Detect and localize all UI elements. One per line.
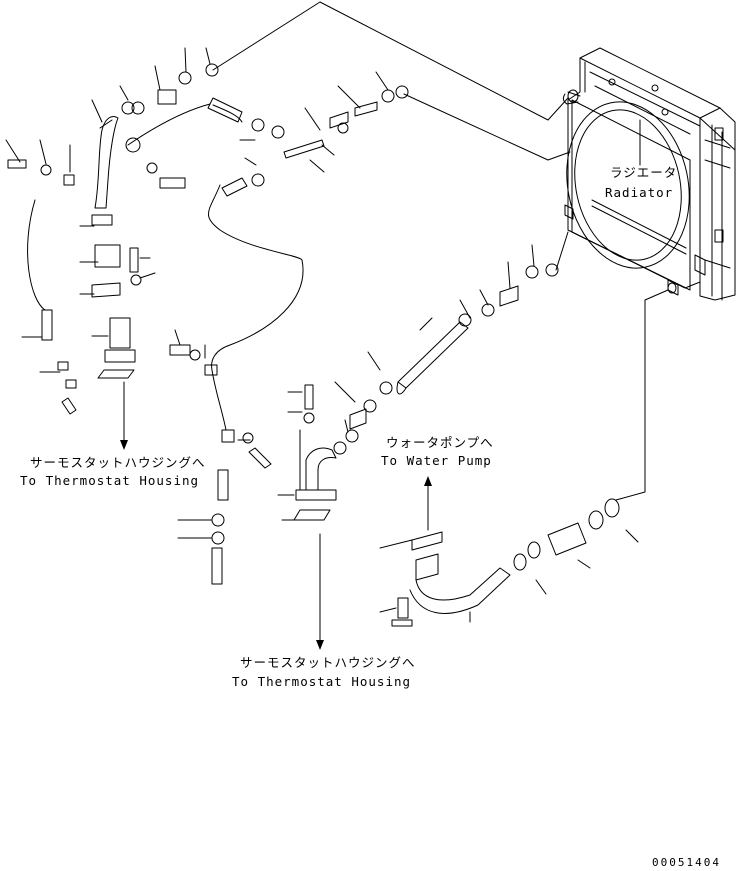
- lower-right-line: [555, 231, 569, 271]
- thermostat-bottom-label-jp: サーモスタットハウジングへ: [240, 655, 416, 670]
- radiator-label-en: Radiator: [605, 185, 674, 200]
- arrowheads: [120, 440, 432, 650]
- drawing-number: 00051404: [652, 856, 721, 869]
- center-hose: [277, 244, 559, 641]
- lower-hose: [379, 485, 639, 627]
- flex-hose: [127, 71, 409, 585]
- radiator-to-lower-hose: [615, 289, 669, 501]
- radiator: [562, 47, 736, 301]
- thermostat-left-label-jp: サーモスタットハウジングへ: [30, 455, 206, 470]
- thermostat-left-label-en: To Thermostat Housing: [20, 473, 200, 488]
- water-pump-label-en: To Water Pump: [381, 453, 492, 468]
- water-pump-label-jp: ウォータポンプへ: [386, 435, 494, 450]
- thermostat-bottom-label-en: To Thermostat Housing: [232, 674, 412, 689]
- radiator-label-jp: ラジエータ: [610, 165, 678, 180]
- upper-hose-line: [212, 1, 569, 121]
- upper-left-tubes: [5, 47, 219, 441]
- mid-hose-line: [403, 93, 571, 161]
